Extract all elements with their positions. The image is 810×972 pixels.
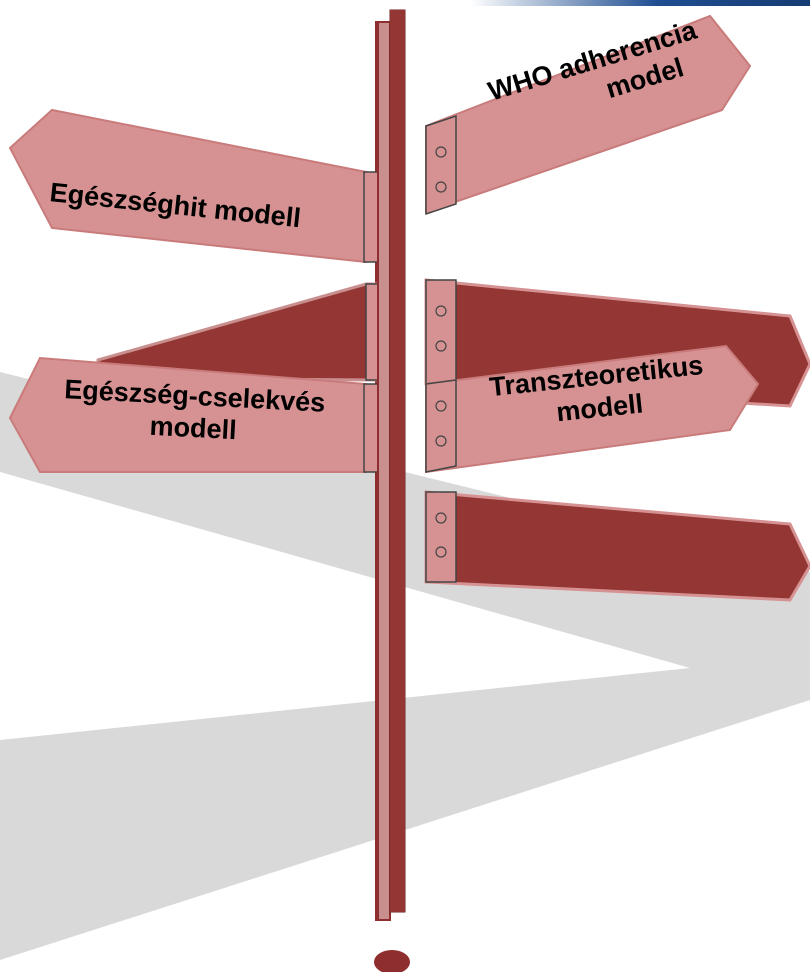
mount-bracket [363, 171, 379, 263]
mount-bracket [425, 379, 457, 473]
pole-front [390, 10, 405, 912]
bolt-icon [435, 146, 447, 158]
mount-bracket [363, 383, 379, 473]
top-accent-bar [470, 0, 810, 6]
bolt-icon [435, 400, 447, 412]
post-base [374, 950, 410, 972]
mount-bracket [425, 114, 457, 216]
bolt-icon [435, 546, 447, 558]
mount-bracket [425, 491, 457, 583]
bolt-icon [435, 305, 447, 317]
sign-blank-right-lower [424, 490, 810, 602]
bolt-icon [435, 340, 447, 352]
road-shape [0, 372, 810, 960]
mount-bracket [425, 279, 457, 385]
bolt-icon [435, 181, 447, 193]
bolt-icon [435, 435, 447, 447]
mount-bracket [365, 283, 379, 381]
bolt-icon [435, 512, 447, 524]
